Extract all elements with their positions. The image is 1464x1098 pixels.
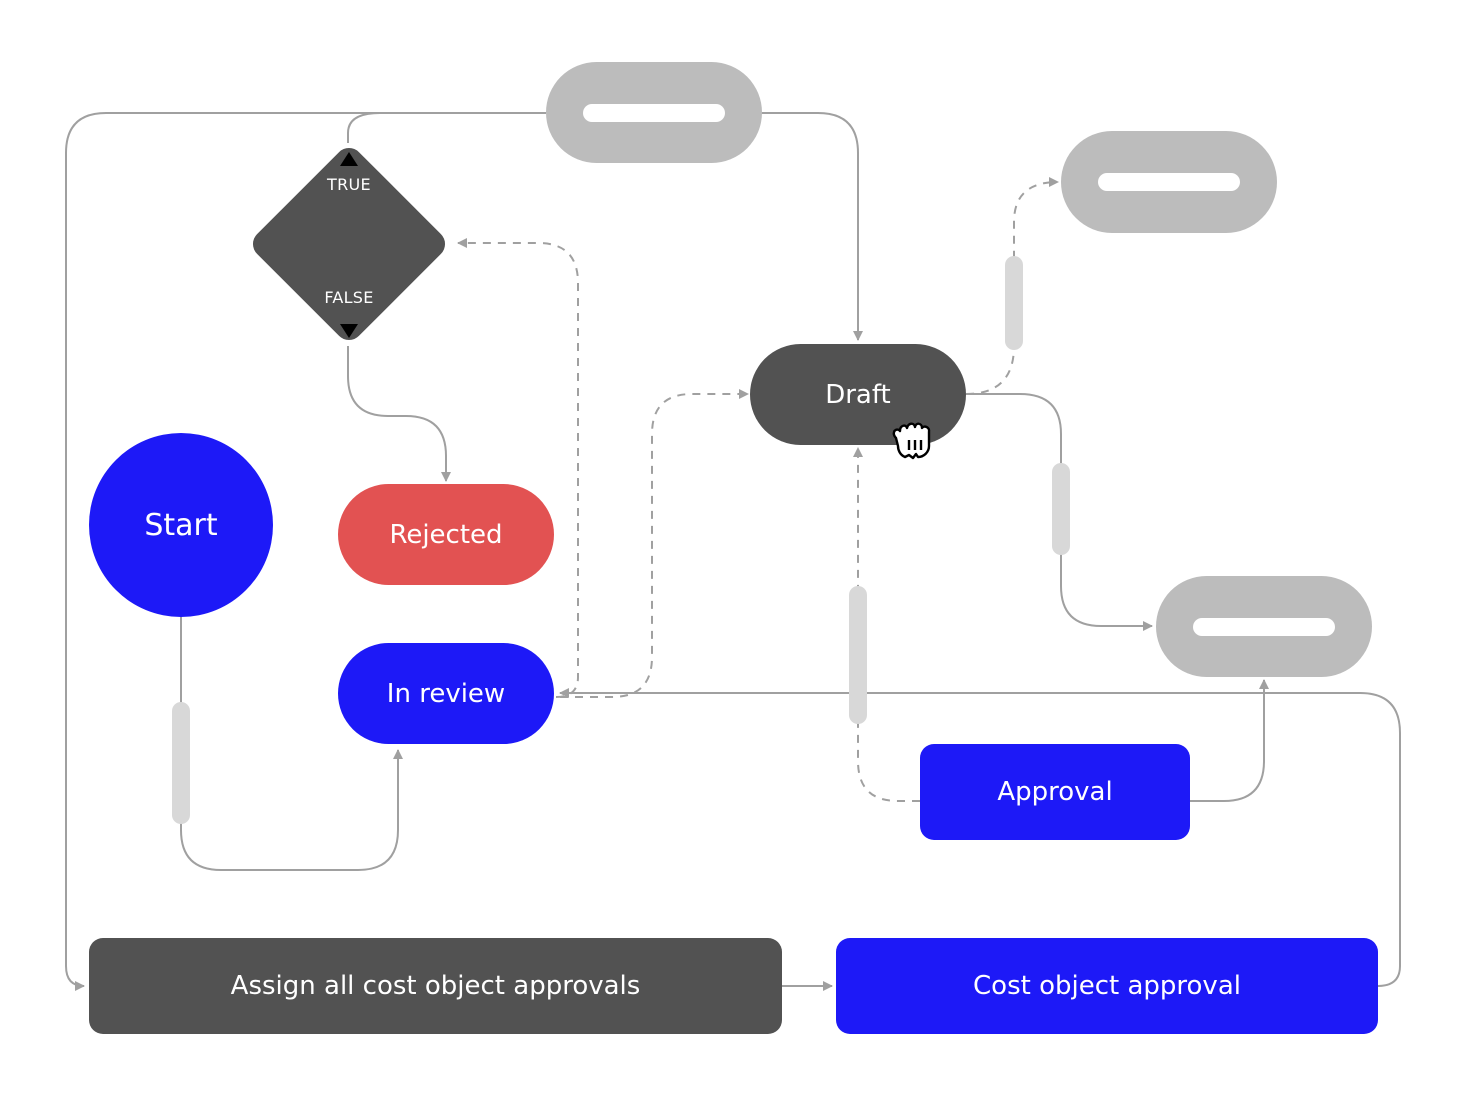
approval-label: Approval: [997, 777, 1113, 807]
approval-node[interactable]: Approval: [920, 744, 1190, 840]
triangle-up-icon: [340, 152, 358, 166]
edge-handle[interactable]: [172, 702, 190, 824]
rejected-label: Rejected: [389, 519, 503, 550]
edge-costobj-to-inreview: [559, 688, 1401, 987]
decision-false-label: FALSE: [324, 288, 374, 307]
in-review-label: In review: [386, 678, 506, 709]
draft-label: Draft: [825, 379, 891, 410]
edge-approval-to-placeholder-mid: [1190, 679, 1269, 802]
assign-all-approvals-label: Assign all cost object approvals: [230, 971, 641, 1001]
decision-diamond-shape: [247, 142, 451, 346]
edge-inreview-to-decision: [457, 238, 579, 698]
cost-object-approval-node[interactable]: Cost object approval: [836, 938, 1378, 1034]
in-review-node[interactable]: In review: [338, 643, 554, 744]
placeholder-node-right-mid[interactable]: [1156, 576, 1372, 677]
rejected-node[interactable]: Rejected: [338, 484, 554, 585]
placeholder-bar: [1192, 617, 1336, 636]
placeholder-node-right-top[interactable]: [1061, 131, 1277, 233]
grab-hand-icon: [892, 422, 931, 460]
edge-start-to-inreview: [180, 616, 403, 871]
edge-handle[interactable]: [1052, 463, 1070, 555]
start-node[interactable]: Start: [89, 433, 273, 617]
triangle-down-icon: [340, 324, 358, 338]
placeholder-bar: [582, 103, 726, 122]
edge-approval-to-draft: [853, 447, 920, 802]
edge-top-to-draft: [760, 112, 863, 341]
draft-node[interactable]: Draft: [750, 344, 966, 445]
decision-node[interactable]: TRUE FALSE: [247, 142, 451, 346]
assign-all-approvals-node[interactable]: Assign all cost object approvals: [89, 938, 782, 1034]
edge-top-to-assign: [65, 112, 546, 991]
edge-top-to-decision: [347, 112, 381, 143]
cost-object-approval-label: Cost object approval: [973, 971, 1241, 1001]
start-label: Start: [144, 507, 218, 543]
placeholder-node-top[interactable]: [546, 62, 762, 163]
decision-true-label: TRUE: [327, 175, 371, 194]
edge-decision-to-rejected: [347, 346, 451, 482]
edge-handle[interactable]: [1005, 256, 1023, 350]
placeholder-bar: [1097, 173, 1241, 191]
edge-handle[interactable]: [849, 586, 867, 724]
edge-inreview-to-draft: [560, 389, 749, 698]
